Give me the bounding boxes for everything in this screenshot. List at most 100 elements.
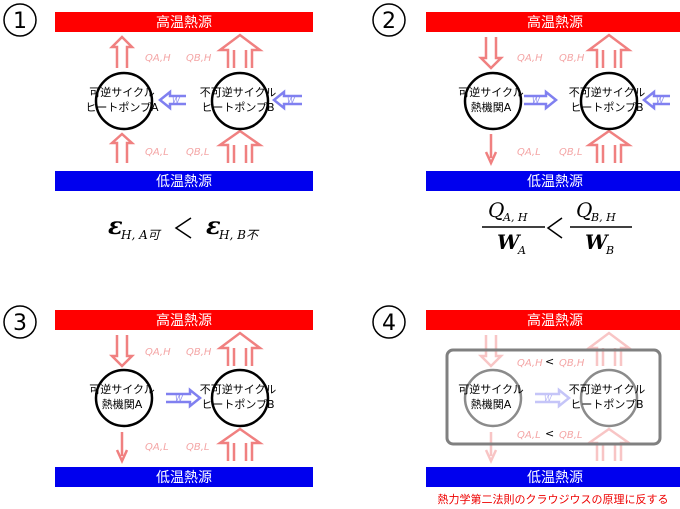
heat-label-qah: QA,H — [517, 358, 543, 369]
cycle-b-line1: 不可逆サイクル — [200, 85, 276, 99]
hot-reservoir — [426, 12, 680, 32]
panel-number: 4 — [382, 311, 396, 336]
epsilon-left: ε — [108, 211, 123, 240]
heat-label-qah: QA,H — [517, 53, 543, 64]
cycle-a-line1: 可逆サイクル — [89, 85, 154, 99]
panel-number-badge — [3, 3, 37, 37]
cycle-b-line1: 不可逆サイクル — [200, 382, 276, 396]
panel-number: 2 — [382, 9, 396, 34]
work-label: W — [287, 96, 296, 105]
hot-reservoir — [426, 310, 680, 330]
combined-system-frame — [445, 348, 662, 446]
fraction-denominator: W — [497, 230, 522, 254]
heat-arrow-down-icon — [477, 37, 505, 70]
cycle-a-line2: 熱機関A — [471, 100, 512, 114]
cycle-a-line2: 熱機関A — [471, 397, 512, 411]
heat-label-qbl: QB,L — [559, 147, 582, 158]
work-label: W — [656, 96, 665, 105]
heat-arrow-up-icon — [108, 35, 136, 68]
cycle-b-line2: ヒートポンプB — [570, 398, 643, 411]
cycle-a-line2: ヒートポンプA — [85, 101, 159, 114]
heat-label-qbl: QB,L — [186, 147, 209, 158]
work-arrow-right-icon — [166, 387, 203, 409]
hot-reservoir-label: 高温熱源 — [156, 312, 212, 329]
heat-arrow-down-icon — [477, 335, 505, 368]
cold-reservoir-label: 低温熱源 — [527, 470, 583, 486]
cold-reservoir-label: 低温熱源 — [156, 174, 212, 190]
epsilon-right-subscript: H, B不 — [218, 228, 260, 242]
hot-reservoir — [55, 12, 313, 32]
cop-fraction-left: Q A, H W A — [482, 198, 545, 257]
cycle-a-line1: 可逆サイクル — [458, 85, 523, 99]
heat-label-qbh: QB,H — [186, 53, 212, 64]
fraction-numerator-subscript: B, H — [590, 211, 616, 224]
heat-label-qal: QA,L — [517, 430, 541, 441]
cold-reservoir — [55, 467, 313, 487]
cycle-b — [579, 368, 639, 428]
fraction-denominator-subscript: B — [605, 244, 614, 257]
cycle-b-line1: 不可逆サイクル — [569, 85, 645, 99]
cycle-b-line2: ヒートポンプB — [201, 398, 274, 411]
work-label: W — [175, 394, 184, 403]
work-arrow-left-icon — [641, 89, 670, 111]
heat-label-qbl: QB,L — [559, 430, 582, 441]
heat-label-qal: QA,L — [145, 442, 169, 453]
cycle-a — [463, 368, 523, 428]
panel-2: 2 高温熱源 低温熱源 QA,H QB,H QA,L QB,L 可逆サイクル 熱… — [372, 3, 680, 257]
cycle-b — [210, 368, 270, 428]
panel-number-badge — [3, 305, 37, 339]
heat-label-qal: QA,L — [145, 147, 169, 158]
fraction-denominator: W — [585, 230, 610, 254]
panel-number-badge — [372, 3, 406, 37]
heat-arrow-wide-up-icon — [216, 331, 264, 366]
heat-arrow-down-icon — [108, 335, 136, 368]
heat-arrow-down-icon — [484, 432, 498, 465]
panel-number: 3 — [13, 311, 27, 336]
heat-arrow-wide-up-icon — [216, 427, 264, 461]
cold-reservoir — [426, 171, 680, 191]
fraction-numerator-subscript: A, H — [502, 211, 528, 224]
heat-label-qal: QA,L — [517, 147, 541, 158]
relation-top: < — [545, 355, 554, 368]
epsilon-left-subscript: H, A可 — [120, 228, 162, 242]
work-arrow-left-icon — [271, 89, 302, 111]
hot-reservoir-label: 高温熱源 — [156, 14, 212, 31]
less-than-icon — [174, 217, 192, 239]
heat-label-qbl: QB,L — [186, 442, 209, 453]
cold-reservoir-label: 低温熱源 — [527, 174, 583, 190]
panel-4: 4 高温熱源 低温熱源 QA,H < QB,H QA,L < QB,L 可逆サイ… — [372, 305, 680, 506]
panel-number: 1 — [13, 9, 27, 34]
hot-reservoir — [55, 310, 313, 330]
fraction-denominator-subscript: A — [517, 244, 526, 257]
cycle-a — [463, 71, 523, 131]
work-arrow-left-icon — [157, 89, 186, 111]
less-than-icon — [546, 217, 563, 239]
hot-reservoir-label: 高温熱源 — [527, 14, 583, 31]
work-arrow-right-icon — [535, 387, 572, 409]
fraction-numerator: Q — [488, 198, 504, 222]
fraction-numerator: Q — [576, 198, 592, 222]
epsilon-right: ε — [206, 211, 221, 240]
heat-arrow-wide-up-icon — [585, 129, 633, 163]
heat-arrow-wide-up-icon — [216, 33, 264, 68]
heat-arrow-wide-up-icon — [585, 33, 633, 68]
hot-reservoir-label: 高温熱源 — [527, 312, 583, 329]
heat-label-qah: QA,H — [145, 347, 171, 358]
cycle-a-line1: 可逆サイクル — [89, 382, 154, 396]
heat-label-qbh: QB,H — [186, 347, 212, 358]
heat-label-qbh: QB,H — [559, 358, 585, 369]
heat-label-qah: QA,H — [145, 53, 171, 64]
panel-3: 3 高温熱源 低温熱源 QA,H QB,H QA,L QB,L 可逆サイクル 熱… — [3, 305, 313, 487]
heat-arrow-down-icon — [484, 134, 498, 167]
cold-reservoir — [426, 467, 680, 487]
relation-bottom: < — [545, 427, 554, 440]
combined-system-contents — [463, 331, 639, 465]
heat-label-qbh: QB,H — [559, 53, 585, 64]
heat-arrow-up-icon — [108, 132, 136, 163]
cycle-a-line2: 熱機関A — [102, 397, 143, 411]
heat-arrow-down-icon — [115, 432, 129, 465]
panel-1: 1 高温熱源 低温熱源 QA,H QB,H QA,L QB,L 可逆サイクル ヒ… — [3, 3, 313, 242]
work-label: W — [532, 96, 541, 105]
heat-arrow-wide-up-icon — [216, 129, 264, 163]
